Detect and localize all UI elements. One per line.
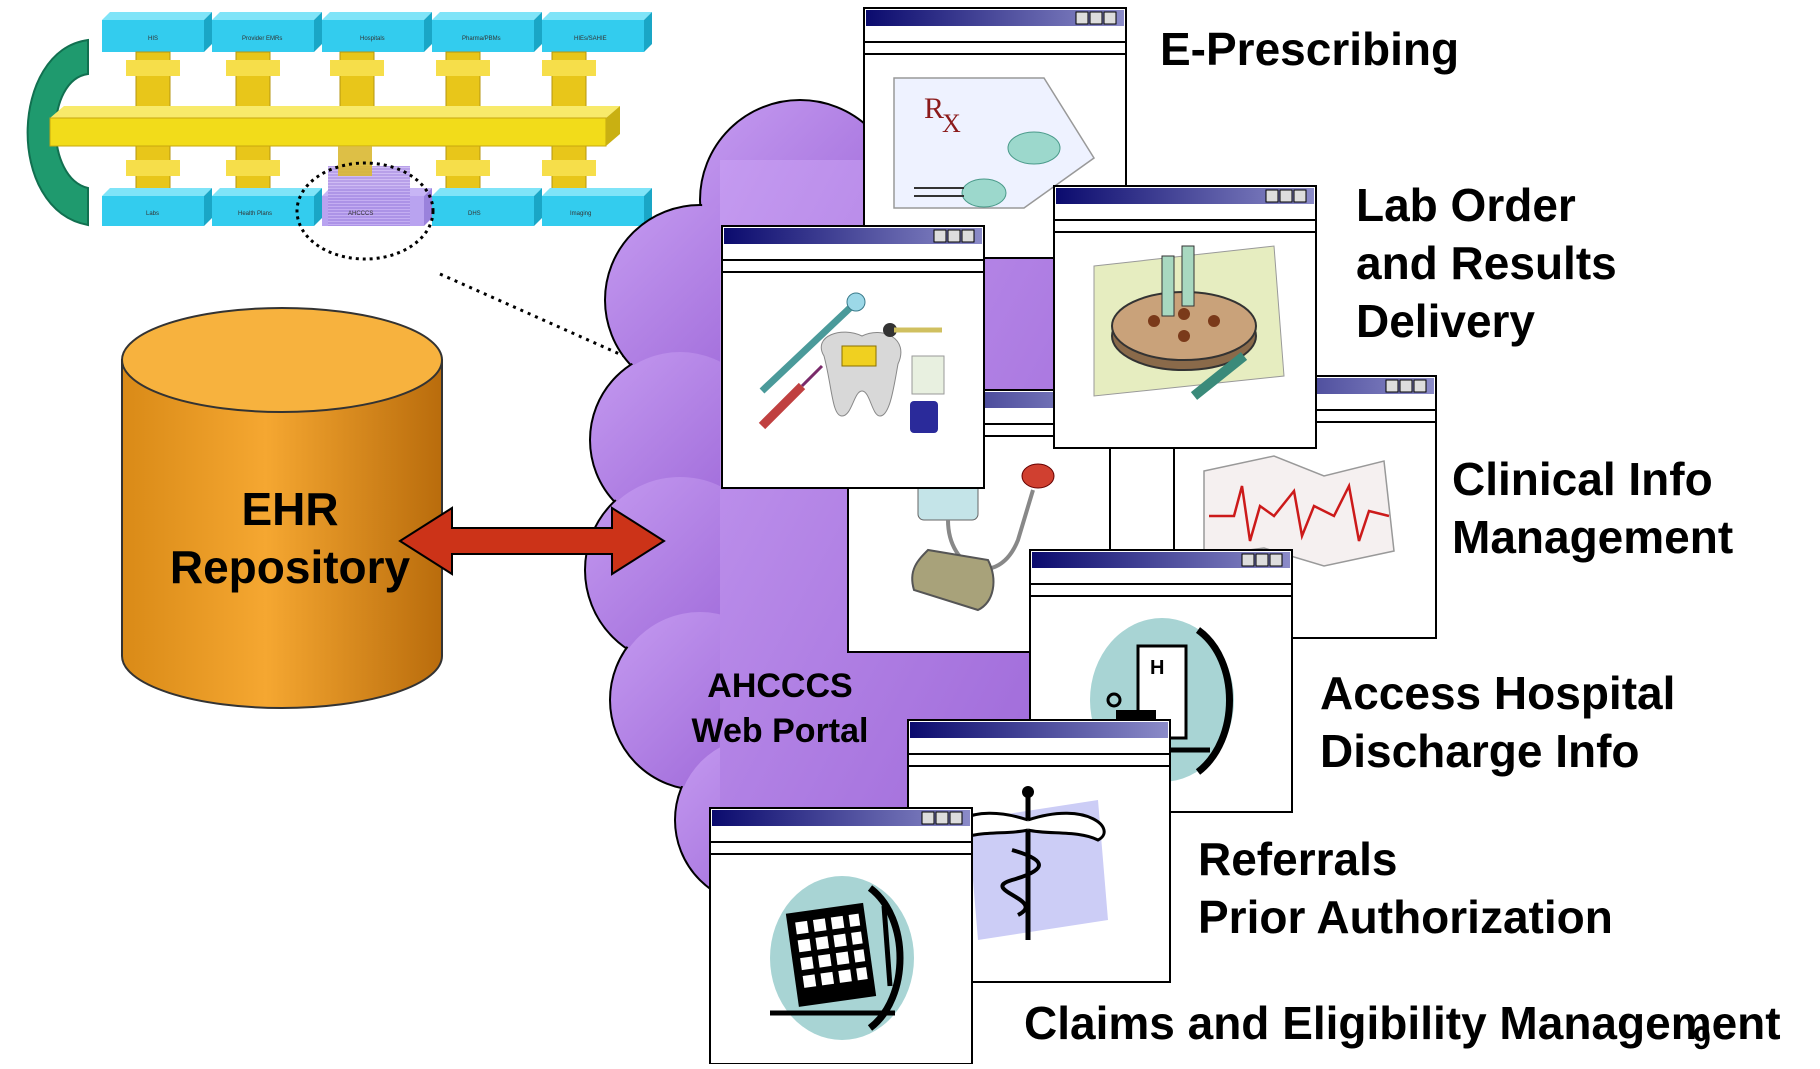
node-label: Labs [146,211,159,217]
node-label: Pharma/PBMs [462,36,501,42]
node-label: HIEs/SAHIE [574,36,607,42]
node-label: HIS [148,36,158,42]
service-label-lab-order: Lab Order and Results Delivery [1356,176,1617,350]
node-label: AHCCCS [348,211,373,217]
ehr-label-line2: Repository [169,541,411,593]
service-label-line: Lab Order [1356,179,1576,231]
window-lab [1053,185,1317,449]
ehr-label-line1: EHR [241,483,339,535]
service-label-line: Prior Authorization [1198,891,1613,943]
service-label-line: Referrals [1198,833,1398,885]
node-label: Hospitals [360,36,385,42]
window-claims [709,807,973,1065]
portal-label-line1: AHCCCS [707,667,853,705]
window-e-prescribing: R X [863,7,1127,259]
service-label-hospital-discharge: Access Hospital Discharge Info [1320,664,1675,780]
svg-text:X: X [942,109,961,138]
lab-centrifuge-icon [1093,245,1285,400]
ecg-chart-icon [1203,455,1395,567]
rx-prescription-icon: R X [893,77,1096,209]
service-label-line: Discharge Info [1320,725,1640,777]
node-label: DHS [468,211,481,217]
top-nodes [102,12,652,52]
service-label-referrals: Referrals Prior Authorization [1198,830,1613,946]
service-label-claims: Claims and Eligibility Management [1024,994,1781,1052]
service-label-line: Claims and Eligibility Management [1024,997,1781,1049]
svg-text:R: R [924,92,944,125]
svg-text:H: H [1150,657,1164,679]
service-label-clinical-info: Clinical Info Management [1452,450,1733,566]
window-dental [721,225,985,489]
service-label-line: E-Prescribing [1160,23,1460,75]
node-label: Imaging [570,211,591,217]
clipboard-icon [770,876,914,1040]
dental-tools-icon [758,292,945,433]
service-label-line: Clinical Info [1452,453,1713,505]
service-label-line: and Results [1356,237,1617,289]
node-label: Health Plans [238,211,272,217]
service-label-line: Access Hospital [1320,667,1676,719]
service-label-line: Management [1452,511,1734,563]
ehr-repository-cylinder [121,307,443,709]
service-label-line: Delivery [1356,295,1536,347]
architecture-diagram: HIS Provider EMRs Hospitals Pharma/PBMs … [26,12,652,261]
web-portal-label: AHCCCS Web Portal [660,664,900,754]
portal-label-line2: Web Portal [691,712,869,750]
page-number: 9 [1693,1020,1711,1056]
sync-double-arrow [398,506,666,576]
ehr-repository-label: EHR Repository [130,480,450,596]
node-label: Provider EMRs [242,36,282,42]
service-label-e-prescribing: E-Prescribing [1160,20,1459,78]
